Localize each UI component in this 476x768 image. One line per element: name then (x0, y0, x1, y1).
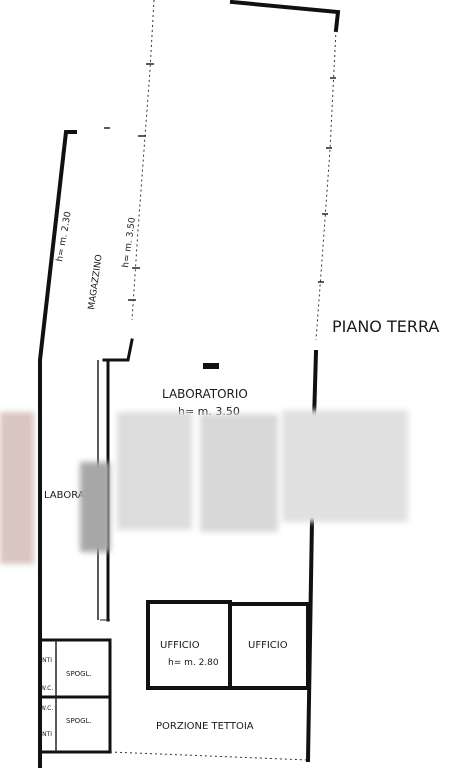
boundary-ticks-left (104, 63, 154, 301)
blurred-region-1 (117, 412, 192, 530)
boundary-ticks-right (318, 77, 336, 283)
label-spogl-bottom: SPOGL. (66, 717, 92, 725)
label-spogl-top: SPOGL. (66, 670, 92, 678)
label-magazzino: MAGAZZINO (87, 254, 105, 311)
label-wc-bottom: W.C. (40, 705, 53, 712)
label-ufficio-left-height: h= m. 2.80 (168, 658, 219, 668)
label-porzione-tettoia: PORZIONE TETTOIA (156, 721, 254, 732)
wall-right-main (311, 349, 319, 423)
room-ufficio-right (228, 602, 310, 690)
boundary-dashed-bottom (109, 751, 309, 761)
wall-top-right (229, 0, 341, 33)
label-ufficio-left: UFFICIO (160, 640, 200, 651)
label-laborat-small: LABORAT (44, 490, 91, 501)
label-wc-top: W.C. (40, 685, 53, 692)
blurred-region-2 (200, 414, 278, 532)
wall-magazzino-inner (102, 338, 134, 362)
boundary-dashed-left (131, 0, 155, 321)
label-ufficio-right: UFFICIO (248, 640, 288, 651)
wall-magazzino-left (38, 130, 77, 768)
blurred-region-3 (282, 410, 408, 522)
blurred-region-inner (80, 462, 110, 552)
label-anti-bottom: ANTI (38, 731, 52, 738)
blurred-region-left (0, 412, 34, 564)
label-anti-top: ANTI (38, 657, 52, 664)
label-laboratorio: LABORATORIO (162, 387, 248, 401)
boundary-dashed-right (315, 29, 337, 341)
label-piano-terra: PIANO TERRA (332, 317, 439, 336)
